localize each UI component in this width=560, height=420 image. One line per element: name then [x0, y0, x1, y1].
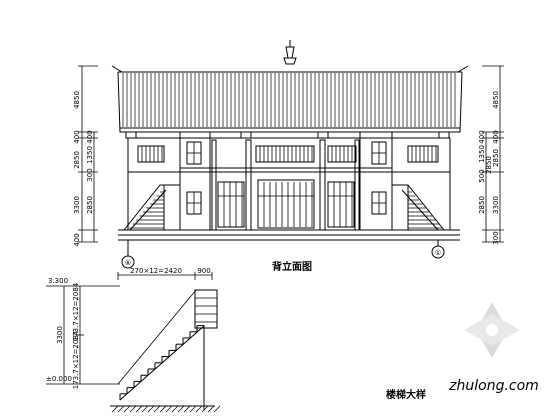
roof-finial [283, 40, 297, 65]
left-dim-5: 4850 [73, 91, 81, 109]
stair-dimension-texts: 270×12=2420 900 3.300 ±0.000 3300 173.7×… [46, 267, 211, 389]
ground-hatch-line [201, 405, 209, 413]
ground-hatch-line [153, 405, 161, 413]
level-bottom: ±0.000 [46, 375, 72, 383]
axis-marker-left [121, 240, 135, 269]
ground-hatch-line [111, 405, 119, 413]
ground-hatch-line [171, 405, 179, 413]
right-inner-dim-3: 2850 [485, 156, 493, 174]
elevation-title: 背立面图 [272, 260, 312, 273]
left-inner-dim-4: 400 [86, 130, 94, 143]
step-dim-upper: 173.7×12=2084 [72, 282, 80, 341]
ground-hatch-line [141, 405, 149, 413]
lower-windows [186, 179, 387, 229]
stair-height-dim: 3300 [56, 326, 64, 344]
window-mullions [141, 142, 437, 164]
ground-hatch-line [165, 405, 173, 413]
stair-detail-title: 楼梯大样 [386, 388, 426, 401]
right-dimension-lines [482, 65, 504, 243]
ground-hatch-line [213, 405, 221, 413]
ground-hatch-line [195, 405, 203, 413]
roof [111, 65, 469, 133]
elevation-dimension-texts: 400 3300 2850 400 4850 2850 300 1350 400… [73, 91, 500, 247]
upper-windows [137, 141, 439, 165]
left-dim-4: 400 [73, 130, 81, 143]
left-dim-1: 400 [73, 233, 81, 246]
building-walls [118, 132, 460, 241]
left-inner-dim-1: 2850 [86, 196, 94, 214]
ground-hatch-line [207, 405, 215, 413]
step-dim-lower: 173.7×12=2084 [72, 330, 80, 389]
stair-steps [119, 325, 204, 400]
exterior-stair-left [123, 184, 180, 231]
ground-hatch-line [135, 405, 143, 413]
ground-hatch-line [183, 405, 191, 413]
axis-marker-right [431, 240, 445, 259]
ground-hatch-line [159, 405, 167, 413]
right-dim-1: 300 [492, 231, 500, 244]
left-inner-dim-3: 1350 [86, 146, 94, 164]
right-dim-5: 4850 [492, 91, 500, 109]
stair-top-dim-1: 270×12=2420 [130, 267, 182, 275]
rear-elevation [78, 40, 504, 269]
exterior-stair-right [392, 184, 445, 231]
level-top: 3.300 [48, 277, 68, 285]
ground-hatch-line [123, 405, 131, 413]
ground-hatch-line [147, 405, 155, 413]
roof-tiles [122, 73, 456, 127]
stair-detail [46, 272, 221, 413]
right-dim-4: 400 [492, 130, 500, 143]
ground-hatch-line [177, 405, 185, 413]
right-dim-3: 2850 [492, 149, 500, 167]
door-mullions [187, 182, 386, 227]
stair-top-dim-2: 900 [197, 267, 210, 275]
left-dimension-lines [78, 65, 98, 243]
axis-label-left: ⑥ [125, 259, 131, 267]
ground-hatch-line [117, 405, 125, 413]
left-inner-dim-2: 300 [86, 168, 94, 181]
watermark-text: zhulong.com [448, 378, 539, 394]
axis-label-right: ① [435, 249, 441, 257]
right-inner-dim-2: 500 [478, 169, 486, 182]
right-inner-dim-4: 1350 [478, 145, 486, 163]
right-inner-dim-5: 400 [478, 130, 486, 143]
watermark-logo [464, 302, 520, 358]
eave-brackets [125, 131, 450, 139]
left-dim-3: 2850 [73, 151, 81, 169]
ground-hatch-line [129, 405, 137, 413]
left-dim-2: 3300 [73, 196, 81, 214]
right-inner-dim-1: 2850 [478, 196, 486, 214]
ground-hatch-line [189, 405, 197, 413]
right-dim-2: 3300 [492, 196, 500, 214]
